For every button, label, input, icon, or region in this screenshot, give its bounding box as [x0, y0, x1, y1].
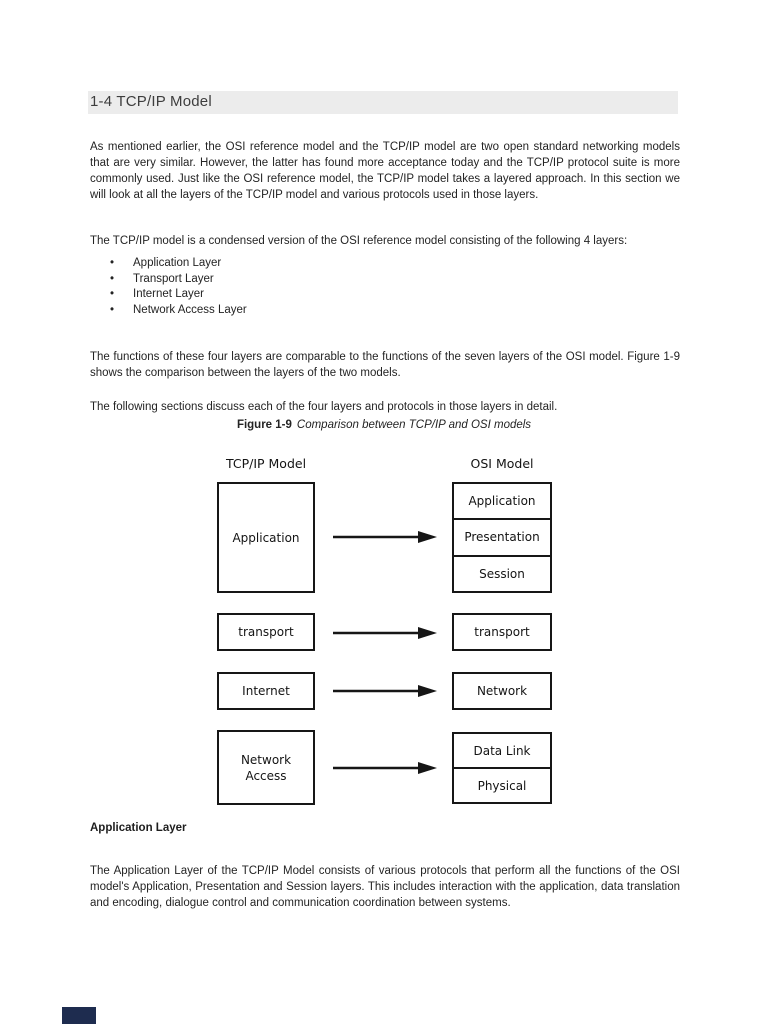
diagram-header-osi: OSI Model	[470, 456, 534, 471]
osi-session-box: Session	[454, 554, 550, 591]
figure-caption-text: Comparison between TCP/IP and OSI models	[296, 419, 532, 431]
footer-panel-fragment	[62, 1007, 96, 1024]
osi-lower-stack: Data Link Physical	[452, 732, 552, 804]
comparison-diagram: TCP/IP Model OSI Model Application trans…	[0, 450, 768, 812]
osi-physical-box: Physical	[454, 767, 550, 802]
layer-list: Application Layer Transport Layer Intern…	[110, 256, 510, 319]
list-item: Internet Layer	[110, 287, 510, 303]
list-item: Application Layer	[110, 256, 510, 272]
tcpip-transport-box: transport	[217, 613, 315, 651]
osi-upper-stack: Application Presentation Session	[452, 482, 552, 593]
list-item-label: Application Layer	[133, 257, 222, 269]
functions-paragraph: The functions of these four layers are c…	[90, 350, 680, 379]
osi-application-box: Application	[468, 494, 536, 509]
intro-paragraph: As mentioned earlier, the OSI reference …	[90, 140, 680, 201]
list-item: Transport Layer	[110, 272, 510, 288]
osi-network-box: Network	[452, 672, 552, 710]
subsection-paragraph: The Application Layer of the TCP/IP Mode…	[90, 864, 680, 909]
osi-data-link-box: Data Link	[473, 743, 531, 758]
diagram-header-tcpip: TCP/IP Model	[225, 456, 307, 471]
bullet-icon	[110, 272, 133, 288]
list-item-label: Internet Layer	[133, 288, 204, 301]
following-paragraph: The following sections discuss each of t…	[90, 400, 558, 413]
list-item-label: Transport Layer	[133, 272, 214, 285]
tcpip-network-access-box: Network Access	[217, 730, 315, 805]
figure-label: Figure 1-9	[236, 419, 292, 431]
page-title: 1-4 TCP/IP Model	[90, 93, 212, 110]
section-title-bar: 1-4 TCP/IP Model	[88, 91, 678, 114]
arrow-right-icon	[333, 685, 437, 697]
list-item-label: Network Access Layer	[133, 304, 247, 317]
bullet-icon	[110, 256, 133, 272]
arrow-right-icon	[333, 531, 437, 543]
arrow-right-icon	[333, 762, 437, 774]
tcpip-internet-box: Internet	[217, 672, 315, 710]
bullet-icon	[110, 303, 133, 319]
condensed-paragraph: The TCP/IP model is a condensed version …	[90, 234, 628, 247]
figure-caption: Figure 1-9 Comparison between TCP/IP and …	[0, 419, 768, 431]
osi-transport-box: transport	[452, 613, 552, 651]
bullet-icon	[110, 287, 133, 303]
arrow-right-icon	[333, 627, 437, 639]
tcpip-application-box: Application	[217, 482, 315, 593]
list-item: Network Access Layer	[110, 303, 510, 319]
osi-presentation-box: Presentation	[454, 518, 550, 554]
subsection-heading: Application Layer	[90, 822, 187, 834]
